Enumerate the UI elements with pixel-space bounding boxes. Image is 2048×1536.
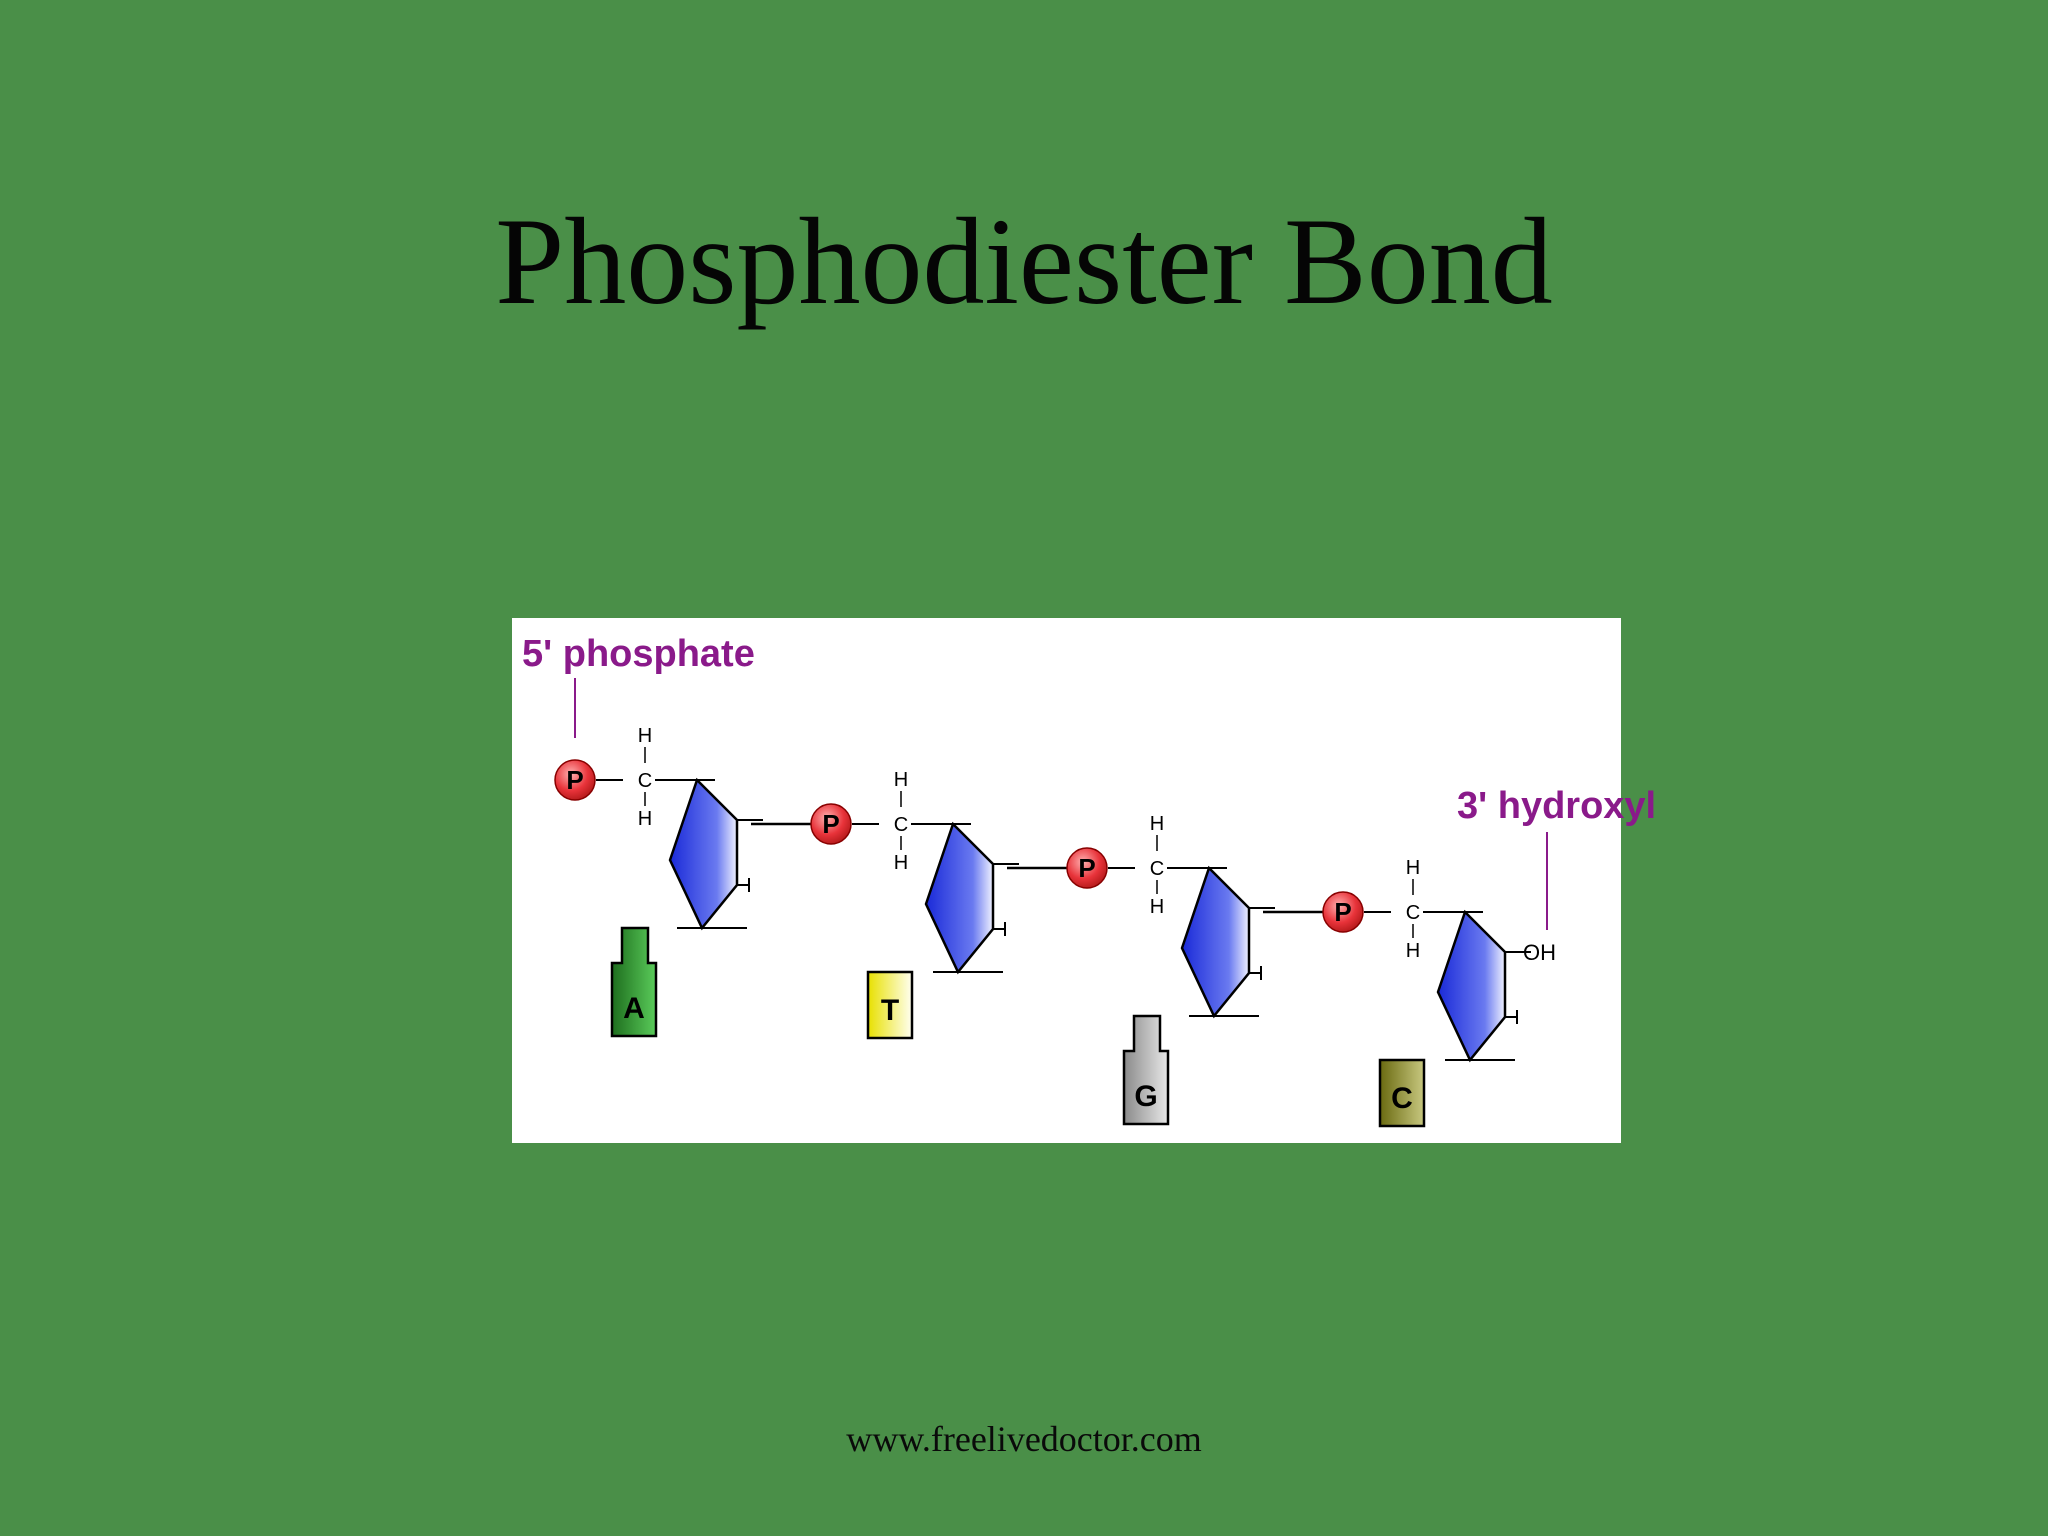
base-letter: G — [1134, 1080, 1157, 1113]
hydrogen-top: H — [1150, 813, 1164, 835]
phosphate-circle — [1322, 891, 1364, 933]
hydrogen-top: H — [1406, 857, 1420, 879]
diagram-canvas: 5' phosphate 3' hydroxyl PHCHAPHCHTPHCHG… — [522, 633, 1656, 1128]
base-block — [1122, 1014, 1170, 1126]
carbon-label: C — [1150, 858, 1164, 880]
base-block — [866, 970, 914, 1040]
hydrogen-top: H — [894, 769, 908, 791]
label-5prime-phosphate: 5' phosphate — [522, 633, 755, 675]
carbon-label: C — [1406, 902, 1420, 924]
base-letter: C — [1391, 1082, 1413, 1115]
phosphate-circle — [810, 803, 852, 845]
phosphate-label: P — [1078, 853, 1095, 883]
base-letter: A — [623, 992, 645, 1025]
sugar-ring — [924, 821, 995, 975]
carbon-label: C — [894, 814, 908, 836]
hydroxyl-label: OH — [1523, 940, 1556, 965]
slide-title: Phosphodiester Bond — [495, 193, 1553, 330]
phosphate-label: P — [822, 809, 839, 839]
hydrogen-bottom: H — [638, 808, 652, 830]
hydrogen-top: H — [638, 725, 652, 747]
hydrogen-bottom: H — [1406, 940, 1420, 962]
phosphate-label: P — [566, 765, 583, 795]
phosphate-label: P — [1334, 897, 1351, 927]
sugar-ring — [1436, 909, 1507, 1063]
sugar-ring — [668, 777, 739, 931]
label-3prime-hydroxyl: 3' hydroxyl — [1457, 785, 1656, 827]
slide-footer-url: www.freelivedoctor.com — [846, 1419, 1202, 1459]
hydrogen-bottom: H — [894, 852, 908, 874]
carbon-label: C — [638, 770, 652, 792]
base-block — [1378, 1058, 1426, 1128]
sugar-ring — [1180, 865, 1251, 1019]
base-block — [610, 926, 658, 1038]
base-letter: T — [881, 994, 899, 1027]
phosphate-circle — [1066, 847, 1108, 889]
phosphate-circle — [554, 759, 596, 801]
hydrogen-bottom: H — [1150, 896, 1164, 918]
